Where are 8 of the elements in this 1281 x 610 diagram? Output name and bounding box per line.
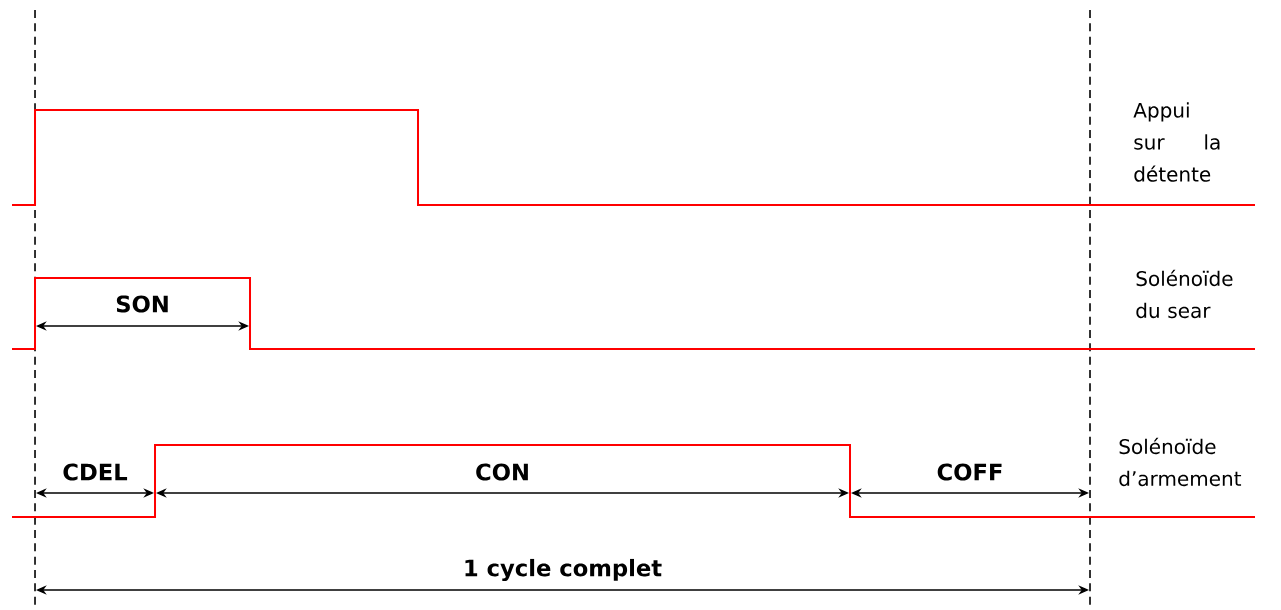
signal-label: Appui sur la détente <box>1133 102 1220 182</box>
dimension-label: CON <box>476 463 528 481</box>
dimension-label: CDEL <box>63 463 128 481</box>
dimension-label: COFF <box>937 463 1002 481</box>
dimension-label: SON <box>116 295 168 313</box>
dimension-label: 1 cycle complet <box>465 558 662 582</box>
signal-label: Solénoïde d’armement <box>1119 437 1242 487</box>
signal-label: Solénoïde du sear <box>1136 269 1233 319</box>
